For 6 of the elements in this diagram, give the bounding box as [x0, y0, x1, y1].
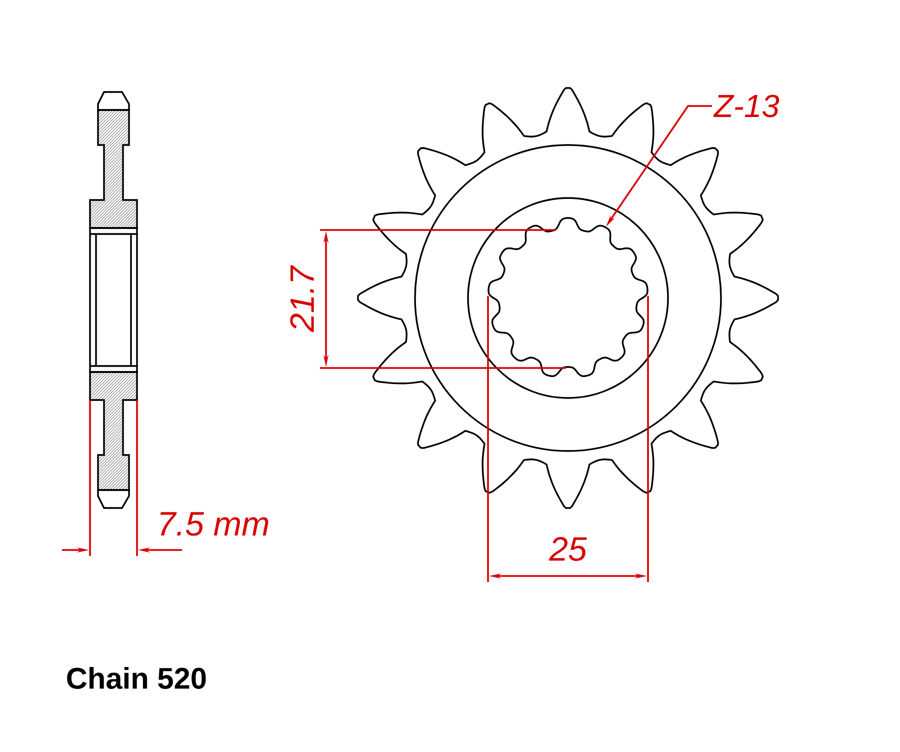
spline-hole-drawing [488, 217, 648, 378]
chain-size-label: Chain 520 [67, 667, 206, 689]
dimension-label: 7.5 mm [160, 512, 268, 536]
dimension-label: 25 [548, 537, 587, 561]
dimension-label: 21.7 [290, 265, 314, 332]
callout-label: Z-13 [713, 94, 780, 118]
